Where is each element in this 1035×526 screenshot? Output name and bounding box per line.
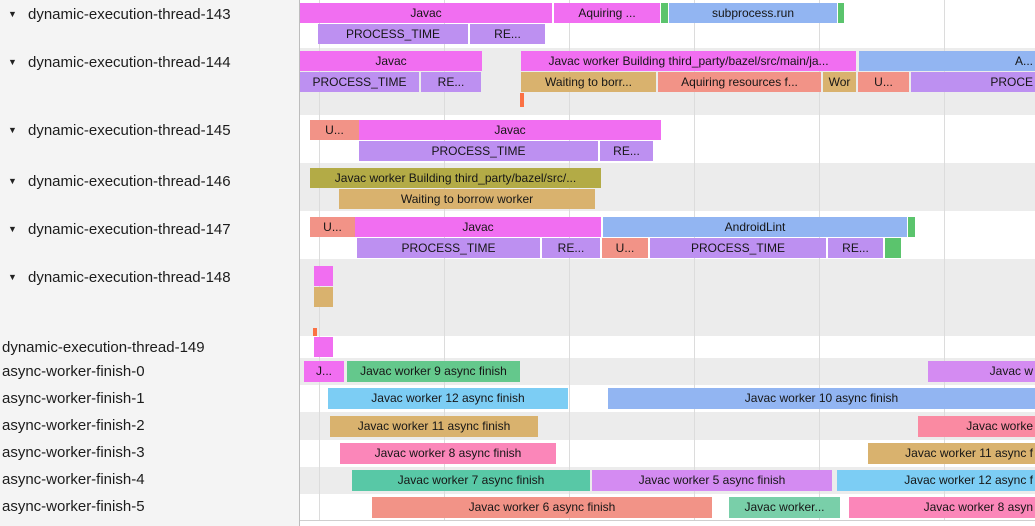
- track-label[interactable]: ▼ dynamic-execution-thread-147: [0, 219, 299, 239]
- collapse-arrow-icon[interactable]: ▼: [8, 176, 17, 186]
- track-name-text: async-worker-finish-2: [2, 416, 145, 434]
- trace-slice[interactable]: Javac worker 7 async finish: [352, 470, 590, 491]
- trace-slice[interactable]: Waiting to borr...: [521, 72, 656, 92]
- trace-slice[interactable]: PROCESS_TIME: [650, 238, 826, 258]
- gridline: [444, 0, 445, 521]
- trace-slice[interactable]: [520, 93, 524, 107]
- track-label[interactable]: ▼ dynamic-execution-thread-145: [0, 120, 299, 140]
- track-name-text: async-worker-finish-3: [2, 443, 145, 461]
- trace-slice[interactable]: Javac: [300, 3, 552, 23]
- gridline: [569, 0, 570, 521]
- trace-slice[interactable]: RE...: [600, 141, 653, 161]
- trace-slice[interactable]: Javac worker Building third_party/bazel/…: [521, 51, 856, 71]
- trace-slice[interactable]: PROCESS_TIME: [300, 72, 419, 92]
- gridline: [819, 0, 820, 521]
- trace-slice[interactable]: [314, 287, 333, 307]
- track-name-text: async-worker-finish-0: [2, 362, 145, 380]
- trace-slice[interactable]: U...: [602, 238, 648, 258]
- trace-slice[interactable]: [313, 328, 317, 336]
- track-name-text: dynamic-execution-thread-143: [28, 5, 231, 23]
- trace-slice[interactable]: Aquiring resources f...: [658, 72, 821, 92]
- trace-slice[interactable]: J...: [304, 361, 344, 382]
- trace-slice[interactable]: RE...: [828, 238, 883, 258]
- collapse-arrow-icon[interactable]: ▼: [8, 57, 17, 67]
- trace-slice[interactable]: Javac w: [928, 361, 1035, 382]
- trace-slice[interactable]: Javac worker 11 async f: [868, 443, 1035, 464]
- trace-slice[interactable]: U...: [310, 217, 355, 237]
- trace-slice[interactable]: A...: [859, 51, 1035, 71]
- trace-slice[interactable]: RE...: [421, 72, 481, 92]
- collapse-arrow-icon[interactable]: ▼: [8, 272, 17, 282]
- track-band: [300, 259, 1035, 336]
- track-label[interactable]: async-worker-finish-1: [0, 388, 299, 408]
- trace-slice[interactable]: Javac: [355, 217, 601, 237]
- track-name-text: async-worker-finish-1: [2, 389, 145, 407]
- trace-slice[interactable]: Wor: [823, 72, 856, 92]
- trace-slice[interactable]: Javac worker 12 async f: [837, 470, 1035, 491]
- track-name-text: dynamic-execution-thread-146: [28, 172, 231, 190]
- track-name-text: async-worker-finish-5: [2, 497, 145, 515]
- track-label[interactable]: ▼ dynamic-execution-thread-148: [0, 267, 299, 287]
- trace-slice[interactable]: [314, 266, 333, 286]
- trace-slice[interactable]: Javac: [300, 51, 482, 71]
- trace-slice[interactable]: Aquiring ...: [554, 3, 660, 23]
- collapse-arrow-icon[interactable]: ▼: [8, 125, 17, 135]
- gridline: [319, 0, 320, 521]
- track-name-text: dynamic-execution-thread-147: [28, 220, 231, 238]
- gridline: [694, 0, 695, 521]
- track-name-text: dynamic-execution-thread-148: [28, 268, 231, 286]
- trace-slice[interactable]: Javac worker 8 async finish: [340, 443, 556, 464]
- collapse-arrow-icon[interactable]: ▼: [8, 9, 17, 19]
- trace-slice[interactable]: Javac worker 8 asyn: [849, 497, 1035, 518]
- trace-slice[interactable]: PROCESS_TIME: [359, 141, 598, 161]
- track-name-panel: ▼ dynamic-execution-thread-143 ▼ dynamic-ex…: [0, 0, 300, 526]
- track-name-text: dynamic-execution-thread-144: [28, 53, 231, 71]
- trace-slice[interactable]: Waiting to borrow worker: [339, 189, 595, 209]
- trace-slice[interactable]: [908, 217, 915, 237]
- trace-slice[interactable]: RE...: [470, 24, 545, 44]
- track-label[interactable]: ▼ dynamic-execution-thread-143: [0, 4, 299, 24]
- trace-slice[interactable]: RE...: [542, 238, 600, 258]
- trace-slice[interactable]: Javac worker...: [729, 497, 840, 518]
- collapse-arrow-icon[interactable]: ▼: [8, 224, 17, 234]
- track-label[interactable]: ▼ dynamic-execution-thread-144: [0, 52, 299, 72]
- trace-slice[interactable]: [838, 3, 844, 23]
- track-name-text: async-worker-finish-4: [2, 470, 145, 488]
- track-name-text: dynamic-execution-thread-149: [2, 338, 205, 356]
- track-label[interactable]: async-worker-finish-4: [0, 469, 299, 489]
- track-label[interactable]: async-worker-finish-5: [0, 496, 299, 516]
- trace-slice[interactable]: subprocess.run: [669, 3, 837, 23]
- trace-slice[interactable]: PROCESS_TIME: [357, 238, 540, 258]
- trace-slice[interactable]: [314, 337, 333, 357]
- track-name-text: dynamic-execution-thread-145: [28, 121, 231, 139]
- track-band: [300, 336, 1035, 358]
- trace-slice[interactable]: PROCE: [911, 72, 1035, 92]
- trace-slice[interactable]: Javac worker 9 async finish: [347, 361, 520, 382]
- track-label[interactable]: async-worker-finish-3: [0, 442, 299, 462]
- trace-slice[interactable]: [661, 3, 668, 23]
- trace-slice[interactable]: Javac worker 11 async finish: [330, 416, 538, 437]
- trace-slice[interactable]: AndroidLint: [603, 217, 907, 237]
- track-label[interactable]: ▼ dynamic-execution-thread-146: [0, 171, 299, 191]
- gridline: [944, 0, 945, 521]
- trace-slice[interactable]: Javac worker 10 async finish: [608, 388, 1035, 409]
- track-label[interactable]: dynamic-execution-thread-149: [0, 337, 299, 357]
- track-label[interactable]: async-worker-finish-2: [0, 415, 299, 435]
- trace-slice[interactable]: [885, 238, 901, 258]
- trace-slice[interactable]: Javac worker 6 async finish: [372, 497, 712, 518]
- trace-slice[interactable]: PROCESS_TIME: [318, 24, 468, 44]
- trace-slice[interactable]: U...: [858, 72, 909, 92]
- track-label[interactable]: async-worker-finish-0: [0, 361, 299, 381]
- trace-slice[interactable]: Javac worker Building third_party/bazel/…: [310, 168, 601, 188]
- trace-slice[interactable]: Javac worker 12 async finish: [328, 388, 568, 409]
- trace-slice[interactable]: U...: [310, 120, 359, 140]
- trace-slice[interactable]: Javac worker 5 async finish: [592, 470, 832, 491]
- trace-slice[interactable]: Javac: [359, 120, 661, 140]
- timeline-bottom-border: [300, 520, 1035, 521]
- trace-slice[interactable]: Javac worke: [918, 416, 1035, 437]
